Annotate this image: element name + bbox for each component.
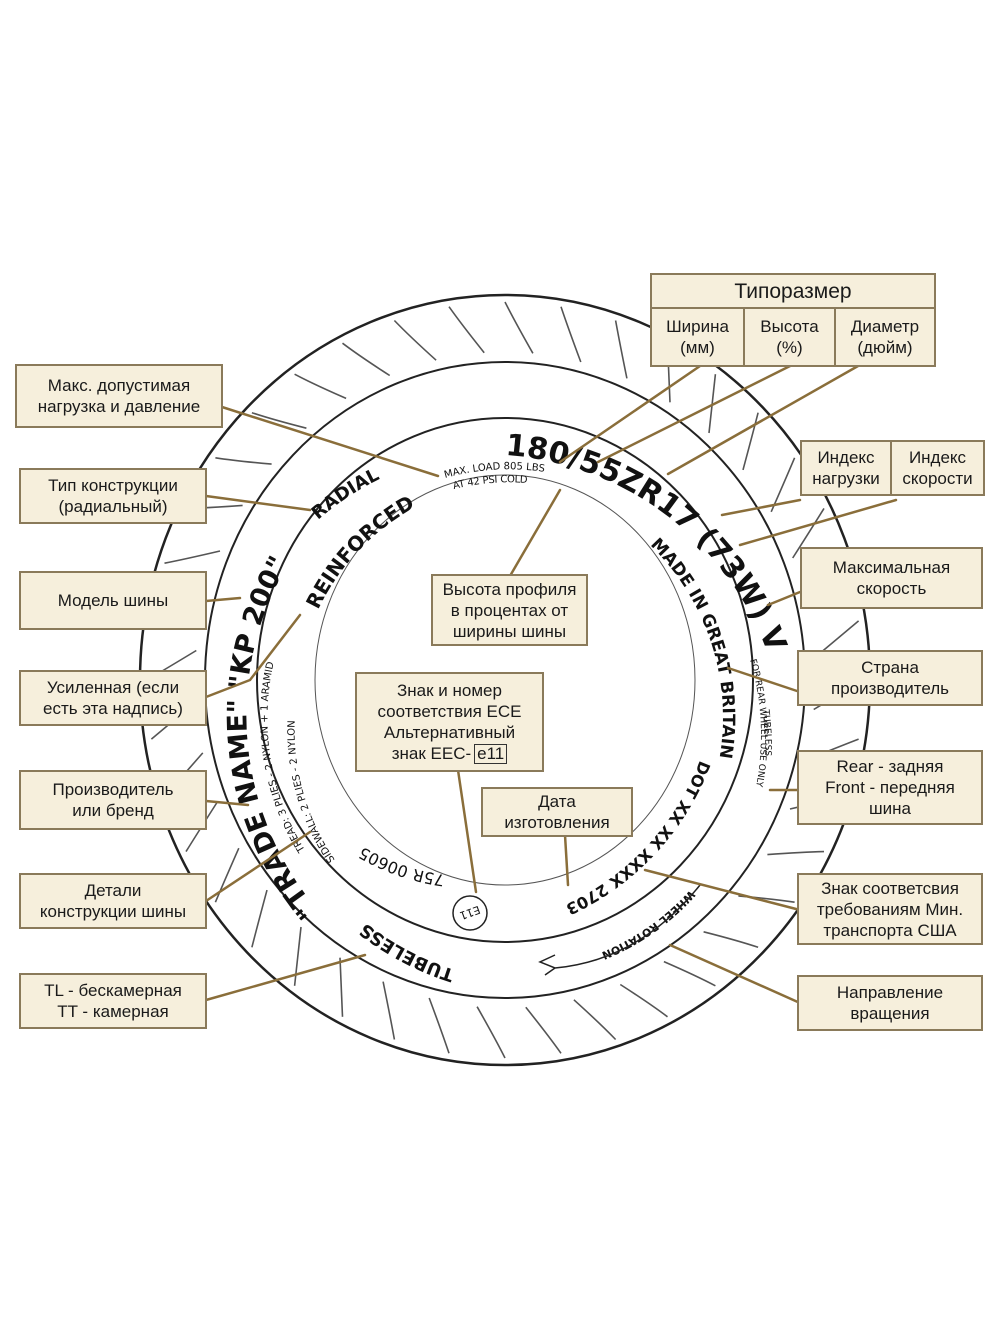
max-speed-label: Максимальная скорость — [800, 547, 983, 609]
rotation-label: Направление вращения — [797, 975, 983, 1031]
ece-e11-badge: e11 — [474, 744, 508, 764]
tread-groove — [293, 926, 302, 986]
tread-groove — [525, 1006, 562, 1054]
tread-groove — [560, 306, 582, 363]
tread-groove — [476, 1006, 506, 1059]
tread-groove — [573, 999, 617, 1041]
width-label: Ширина (мм) — [650, 307, 745, 367]
tread-groove — [251, 889, 268, 948]
construction-type-label: Тип конструкции (радиальный) — [19, 468, 207, 524]
tread-groove — [339, 957, 344, 1017]
wheel-rotation-arrow — [538, 884, 701, 976]
tread-groove — [663, 960, 716, 987]
diameter-label: Диаметр (дюйм) — [834, 307, 936, 367]
tread-groove — [164, 550, 221, 564]
tread-groove — [251, 411, 307, 429]
e11-circle-mark: E11 — [452, 895, 488, 931]
max-load-label: Макс. допустимая нагрузка и давление — [15, 364, 223, 428]
date-label: Дата изготовления — [481, 787, 633, 837]
tread-groove — [767, 850, 825, 856]
tl-label: TL - бескамерная — [44, 981, 182, 1000]
tread-groove — [742, 412, 759, 471]
ece-label: Знак и номер соответствия ECE Альтернати… — [355, 672, 544, 772]
tread-groove — [382, 981, 396, 1040]
tread-groove — [342, 342, 391, 377]
model-label: Модель шины — [19, 571, 207, 630]
tread-groove — [214, 847, 240, 903]
tread-groove — [215, 457, 272, 465]
tread-groove — [393, 319, 437, 361]
tread-groove — [792, 507, 825, 559]
load-index-label: Индекс нагрузки — [800, 440, 892, 496]
tread-groove — [708, 374, 717, 434]
profile-height-label: Высота профиля в процентах от ширины шин… — [431, 574, 588, 646]
tread-groove — [619, 983, 668, 1018]
tread-groove — [294, 373, 347, 400]
height-label: Высота (%) — [743, 307, 836, 367]
country-label: Страна производитель — [797, 650, 983, 706]
construction-details-label: Детали конструкции шины — [19, 873, 207, 929]
tl-tt-label: TL - бескамерная TT - камерная — [19, 973, 207, 1029]
tread-groove — [448, 306, 485, 354]
tiporazmer-label: Типоразмер — [650, 273, 936, 309]
ece-text: Знак и номер соответствия ECE Альтернати… — [377, 681, 522, 763]
dot-mark-label: Знак соответсвия требованиям Мин. трансп… — [797, 873, 983, 945]
tubeless-rear-text-1: TUBELESS — [760, 708, 772, 756]
tt-label: TT - камерная — [57, 1002, 169, 1021]
tread-groove — [614, 320, 628, 379]
tread-groove — [504, 301, 534, 354]
manufacturer-label: Производитель или бренд — [19, 770, 207, 830]
rear-front-label: Rear - задняя Front - передняя шина — [797, 750, 983, 825]
tread-groove — [428, 997, 450, 1054]
tread-groove — [703, 931, 759, 949]
leader-lines — [204, 364, 898, 1005]
svg-text:TUBELESS: TUBELESS — [760, 708, 772, 756]
speed-index-label: Индекс скорости — [890, 440, 985, 496]
reinforced-label: Усиленная (если есть эта надпись) — [19, 670, 207, 726]
